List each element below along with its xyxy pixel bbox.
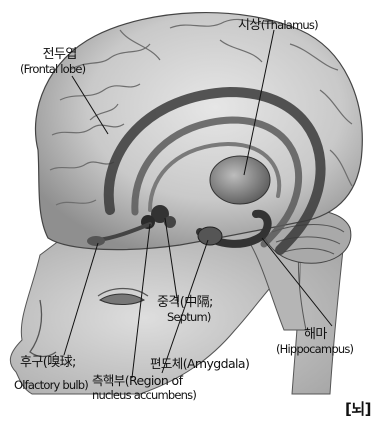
label-septum: 중격(中隔; Septum)	[157, 296, 213, 324]
label-septum-ko: 중격(中隔;	[157, 296, 213, 310]
label-nucleus-accumbens-ko: 측핵부(Region of	[92, 374, 196, 388]
label-hippocampus-en: (Hippocampus)	[276, 342, 353, 356]
label-nucleus-accumbens-en: nucleus accumbens)	[92, 388, 196, 402]
label-thalamus-ko: 시상	[238, 18, 261, 33]
figure-caption: [뇌]	[345, 398, 371, 419]
label-hippocampus-ko: 해마	[276, 328, 353, 342]
label-olfactory-bulb-en: Olfactory bulb)	[14, 378, 88, 392]
amygdala-shape	[198, 227, 222, 245]
label-frontal-lobe-ko: 전두엽	[20, 48, 85, 62]
label-olfactory-bulb: 후구(嗅球; Olfactory bulb)	[14, 356, 88, 392]
label-frontal-lobe-en: (Frontal lobe)	[20, 62, 85, 76]
label-olfactory-bulb-ko: 후구(嗅球;	[14, 356, 88, 370]
thalamus-shape	[210, 156, 270, 204]
label-hippocampus: 해마 (Hippocampus)	[276, 328, 353, 356]
label-amygdala: 편도체(Amygdala)	[150, 357, 249, 371]
label-frontal-lobe: 전두엽 (Frontal lobe)	[20, 48, 85, 76]
label-septum-en: Septum)	[157, 310, 213, 324]
label-nucleus-accumbens: 측핵부(Region of nucleus accumbens)	[92, 374, 196, 402]
label-thalamus: 시상(Thalamus)	[238, 17, 318, 33]
olfactory-bulb-shape	[87, 236, 105, 246]
label-thalamus-en: (Thalamus)	[261, 18, 318, 32]
